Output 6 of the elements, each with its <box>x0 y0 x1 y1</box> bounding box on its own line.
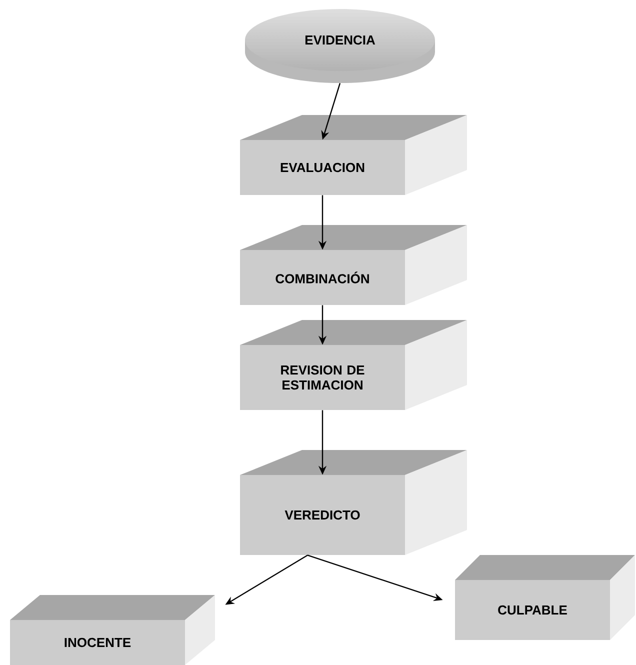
box-3d: COMBINACIÓN <box>240 225 467 305</box>
box-3d: CULPABLE <box>455 555 635 640</box>
box-3d: VEREDICTO <box>240 450 467 555</box>
box-3d: EVALUACION <box>240 115 467 195</box>
box-3d: REVISION DE ESTIMACION <box>240 320 467 410</box>
box-3d: INOCENTE <box>10 595 215 665</box>
